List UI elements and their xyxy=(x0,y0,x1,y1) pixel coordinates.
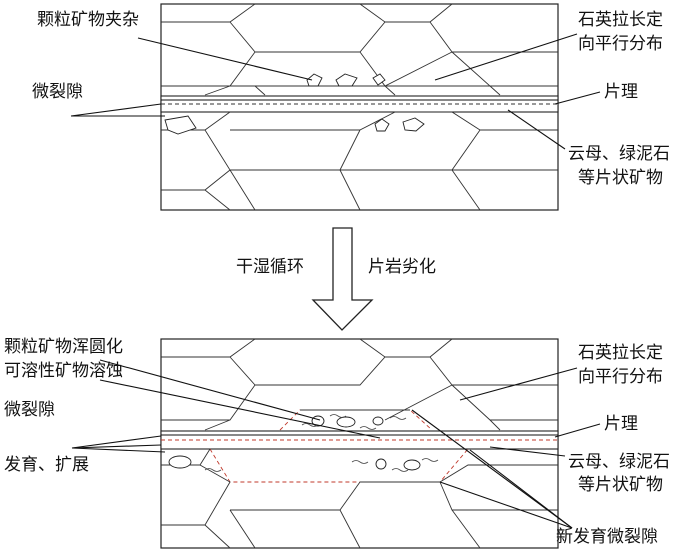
bottom-panel: 颗粒矿物浑圆化 可溶性矿物溶蚀 石英拉长定 向平行分布 微裂隙 发育、扩展 片理… xyxy=(4,337,670,549)
top-lower-hex-grid xyxy=(161,111,558,211)
label-grain-rounding: 颗粒矿物浑圆化 xyxy=(4,337,123,357)
label-quartz-line1: 石英拉长定 xyxy=(578,10,663,30)
bottom-lower-hex-grid xyxy=(161,448,558,549)
top-grains xyxy=(164,73,425,135)
bottom-grains xyxy=(168,415,421,471)
label-quartz-line1: 石英拉长定 xyxy=(578,343,663,363)
label-schist-degradation: 片岩劣化 xyxy=(368,257,436,277)
process-arrow: 干湿循环 片岩劣化 xyxy=(236,227,436,331)
grain xyxy=(402,117,425,132)
label-microfracture: 微裂隙 xyxy=(32,82,83,102)
label-new-microfracture: 新发育微裂隙 xyxy=(556,527,658,547)
grain xyxy=(164,115,197,135)
rounded-grain xyxy=(168,455,192,469)
bottom-micro-cracks xyxy=(204,414,439,472)
down-arrow-icon xyxy=(311,227,374,331)
rounded-grain xyxy=(372,416,384,426)
rounded-grain xyxy=(375,458,387,470)
grain xyxy=(372,73,386,86)
top-leaders xyxy=(70,33,601,150)
label-wet-dry-cycle: 干湿循环 xyxy=(236,257,304,277)
label-quartz-line2: 向平行分布 xyxy=(578,367,663,387)
bottom-upper-hex-grid xyxy=(161,338,558,431)
label-microfracture-line2: 发育、扩展 xyxy=(4,455,89,475)
label-schistosity: 片理 xyxy=(604,82,638,102)
label-quartz-line2: 向平行分布 xyxy=(578,34,663,54)
label-mica-line1: 云母、绿泥石 xyxy=(568,144,670,164)
label-mica-line2: 等片状矿物 xyxy=(578,168,663,188)
label-soluble-dissolution: 可溶性矿物溶蚀 xyxy=(4,361,123,381)
label-mica-line1: 云母、绿泥石 xyxy=(568,452,670,472)
dissolution-lens-upper xyxy=(279,409,433,431)
label-mica-line2: 等片状矿物 xyxy=(578,475,663,495)
top-panel: 颗粒矿物夹杂 石英拉长定 向平行分布 微裂隙 片理 云母、绿泥石 等片状矿物 xyxy=(32,3,670,211)
grain xyxy=(306,73,323,87)
rounded-grain xyxy=(403,459,421,471)
label-microfracture-line1: 微裂隙 xyxy=(4,400,55,420)
dissolution-lens-lower xyxy=(209,448,469,483)
rounded-grain xyxy=(336,416,356,428)
grain xyxy=(374,118,390,132)
grain xyxy=(335,73,358,87)
bottom-leaders xyxy=(71,359,601,529)
label-schistosity: 片理 xyxy=(604,414,638,434)
label-granular-inclusion: 颗粒矿物夹杂 xyxy=(37,10,139,30)
top-upper-hex-grid xyxy=(161,3,558,96)
